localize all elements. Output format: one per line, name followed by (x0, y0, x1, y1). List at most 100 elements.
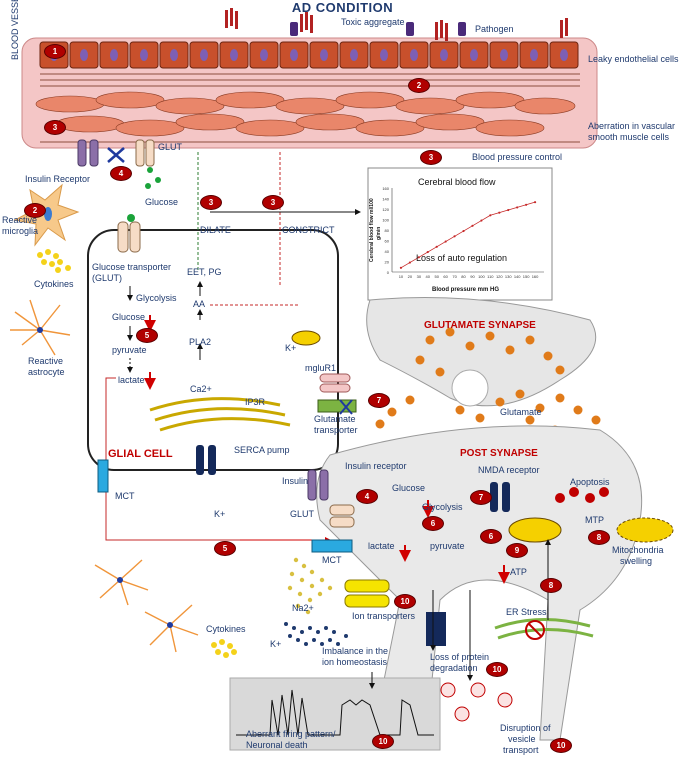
astrocyte-label-1: Reactive (28, 356, 64, 366)
badge-4a: 4 (110, 166, 132, 181)
chart-point (507, 208, 510, 212)
lactate-path (105, 377, 240, 541)
page-title: AD CONDITION (291, 0, 394, 15)
dot (327, 585, 333, 591)
firing-trace (236, 689, 434, 736)
glucose-transporter-label-1: Glucose transporter (92, 262, 172, 272)
glutamate-transporter-label-2: transporter (314, 425, 358, 435)
dot (591, 415, 601, 425)
imbalance-label-1: Imbalance in the (322, 646, 389, 656)
glial-cell-title: GLIAL CELL (108, 448, 173, 460)
graph-xlabel: Blood pressure mm HG (432, 287, 500, 293)
chart-x-tick: 100 (478, 274, 485, 279)
serca-label: SERCA pump (234, 445, 290, 455)
badge-10c: 10 (372, 734, 394, 749)
vesicle-label-1: Disruption of (500, 723, 551, 733)
vesicle-icon (440, 682, 513, 722)
dot (344, 634, 348, 638)
post-glut-icon (329, 504, 355, 528)
graph-box (367, 167, 553, 301)
ion-transporters-label: Ion transporters (352, 611, 416, 621)
dot (336, 642, 340, 646)
mitochondrion-icon (291, 330, 321, 346)
smooth-muscle-cells (35, 91, 576, 137)
block-cross-icon (107, 147, 125, 163)
microglia-label-1: Reactive (2, 215, 38, 225)
glycolysis-label: Glycolysis (136, 293, 177, 303)
dot (301, 563, 307, 569)
chart-x-tick: 20 (408, 274, 413, 279)
post-mitochondrion-icon (508, 517, 562, 543)
badge-5a: 5 (136, 328, 158, 343)
dot (332, 630, 336, 634)
dot (309, 569, 315, 575)
firing-pattern-panel (229, 677, 441, 751)
dot (299, 577, 305, 583)
dot (505, 345, 515, 355)
chart-point (453, 235, 456, 238)
dot (295, 603, 301, 609)
badge-3b: 3 (420, 150, 442, 165)
dot (425, 335, 435, 345)
dot (308, 626, 312, 630)
dot (445, 327, 455, 337)
dot (287, 585, 293, 591)
bottom-k-label: K+ (270, 639, 282, 649)
chart-x-tick: 120 (496, 274, 503, 279)
aberration-label-2: smooth muscle cells (588, 132, 670, 142)
chart-point (462, 229, 465, 233)
toxic-aggregate-icon (225, 8, 568, 41)
chart-point (498, 211, 501, 214)
mglur1-label: mgluR1 (305, 363, 337, 373)
pre-synapse (366, 297, 597, 407)
toxic-aggregate-label: Toxic aggregate (341, 17, 405, 27)
chart-x-tick: 140 (514, 274, 521, 279)
k-dots (284, 622, 348, 646)
graph-ylabel-1: Cerebral blood flow ml/100 (369, 198, 375, 262)
post-mct-label: MCT (322, 555, 342, 565)
post-glucose-label: Glucose (392, 483, 426, 493)
dot (316, 630, 320, 634)
vesicle-label-2: vesicle (508, 734, 536, 744)
swollen-mitochondrion-icon (616, 517, 674, 543)
dot (284, 622, 288, 626)
badge-3a: 3 (44, 120, 66, 135)
post-lactate-label: lactate (368, 541, 395, 551)
dot (555, 393, 565, 403)
imbalance-label-2: ion homeostasis (322, 657, 388, 667)
badge-6a: 6 (422, 516, 444, 531)
endothelial-cells (39, 41, 579, 69)
badge-2a: 2 (408, 78, 430, 93)
badge-3d: 3 (262, 195, 284, 210)
dot (435, 367, 445, 377)
dot (525, 415, 535, 425)
badge-10d: 10 (550, 738, 572, 753)
protein-label-2: degradation (430, 663, 478, 673)
astrocyte-label-2: astrocyte (28, 367, 65, 377)
dot (305, 609, 311, 615)
graph-subtitle: Loss of auto regulation (416, 253, 508, 263)
chart-y-tick: 20 (385, 260, 390, 265)
pathogen-label: Pathogen (475, 24, 514, 34)
dot (312, 638, 316, 642)
post-glycolysis-label: Glycolysis (422, 502, 463, 512)
chart-point (417, 256, 420, 259)
mglur1-icon (319, 373, 351, 393)
k-channel-icon (196, 445, 216, 475)
chart-x-tick: 90 (470, 274, 475, 279)
chart-x-tick: 10 (399, 274, 404, 279)
er-block-icon (525, 620, 545, 640)
badge-2b: 2 (24, 203, 46, 218)
dot (300, 630, 304, 634)
badge-7b: 7 (470, 490, 492, 505)
glut-icon (135, 139, 155, 167)
dot (543, 351, 553, 361)
chart-y-tick: 40 (385, 249, 390, 254)
glutamate-label: Glutamate (500, 407, 542, 417)
dot (292, 626, 296, 630)
bp-control-label: Blood pressure control (472, 152, 563, 162)
dot (555, 365, 565, 375)
cytokine-dots-bottom (211, 639, 237, 658)
dot (307, 597, 313, 603)
